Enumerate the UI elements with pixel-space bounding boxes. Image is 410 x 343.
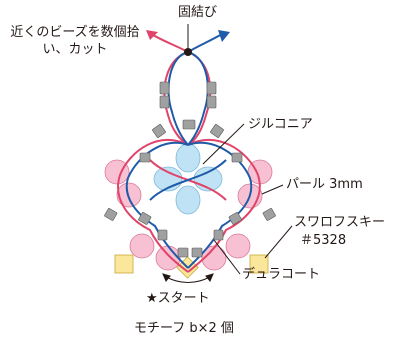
swarovski-right xyxy=(249,254,269,274)
dura-bead xyxy=(213,229,224,241)
dura-bead xyxy=(182,119,196,130)
pearls xyxy=(104,159,273,271)
caption-label: モチーフ b×2 個 xyxy=(134,321,234,336)
blue-thread-cross xyxy=(149,159,227,201)
dura-bead xyxy=(210,124,224,138)
leader-dura xyxy=(213,239,241,275)
zirconia-petal-top xyxy=(175,143,201,173)
blue-thread-body-left xyxy=(125,141,189,269)
dura-bead xyxy=(159,81,170,95)
pearl-upper-left xyxy=(104,159,130,185)
blue-arrowhead xyxy=(218,30,230,42)
dura-bead xyxy=(138,212,152,225)
knot-label: 固結び xyxy=(178,5,218,20)
leader-lines xyxy=(187,24,293,275)
dura-bead xyxy=(139,152,151,163)
start-arc-arrow-r xyxy=(205,273,214,282)
swarovski-number-label: ＃5328 xyxy=(300,233,347,248)
red-thread-upper-loop xyxy=(163,51,189,146)
dura-bead xyxy=(231,152,243,163)
red-thread-body-right xyxy=(187,138,261,273)
blue-thread-upper-loop xyxy=(167,51,189,146)
start-label: ★スタート xyxy=(146,291,210,306)
pearl-label: パール 3mm xyxy=(286,177,363,192)
pearl-low-right-1 xyxy=(201,245,227,271)
dura-bead xyxy=(206,81,217,95)
pearl-low-left-1 xyxy=(129,233,155,259)
start-arc-line xyxy=(165,276,211,283)
pearl-mid-left xyxy=(116,182,142,208)
dura-bead xyxy=(206,95,217,109)
leader-swarovski xyxy=(264,225,293,259)
instruction-label: 近くのビーズを数個拾い、カット xyxy=(10,25,140,57)
dura-beads xyxy=(104,81,276,258)
start-arc-arrow-l xyxy=(162,273,171,282)
dura-label: デュラコート xyxy=(242,267,321,282)
knot-dot xyxy=(184,48,192,56)
dura-bead xyxy=(157,229,168,241)
dura-bead xyxy=(228,212,242,225)
dura-bead xyxy=(262,208,276,221)
leader-zirconia xyxy=(202,123,245,165)
zirconia-petal-bottom xyxy=(175,185,201,215)
red-arrowhead xyxy=(146,30,158,40)
blue-thread-upper-loop-r xyxy=(187,51,209,146)
pearl-low-right-2 xyxy=(225,233,251,259)
dura-bead xyxy=(159,95,170,109)
swarovski-left xyxy=(114,254,134,274)
swarovski-label: スワロフスキー xyxy=(294,215,386,230)
blue-thread xyxy=(125,30,253,269)
start-arc xyxy=(162,273,214,283)
red-thread-body-left xyxy=(117,138,189,273)
leader-pearl xyxy=(261,184,284,195)
dura-bead xyxy=(104,208,118,221)
blue-thread-end xyxy=(187,33,223,53)
dura-bead xyxy=(177,247,189,258)
blue-thread-body-right xyxy=(187,141,253,269)
zirconia-label: ジルコニア xyxy=(248,117,313,132)
dura-bead xyxy=(152,124,166,138)
dura-bead xyxy=(191,247,203,258)
pearl-low-left-2 xyxy=(155,245,181,271)
